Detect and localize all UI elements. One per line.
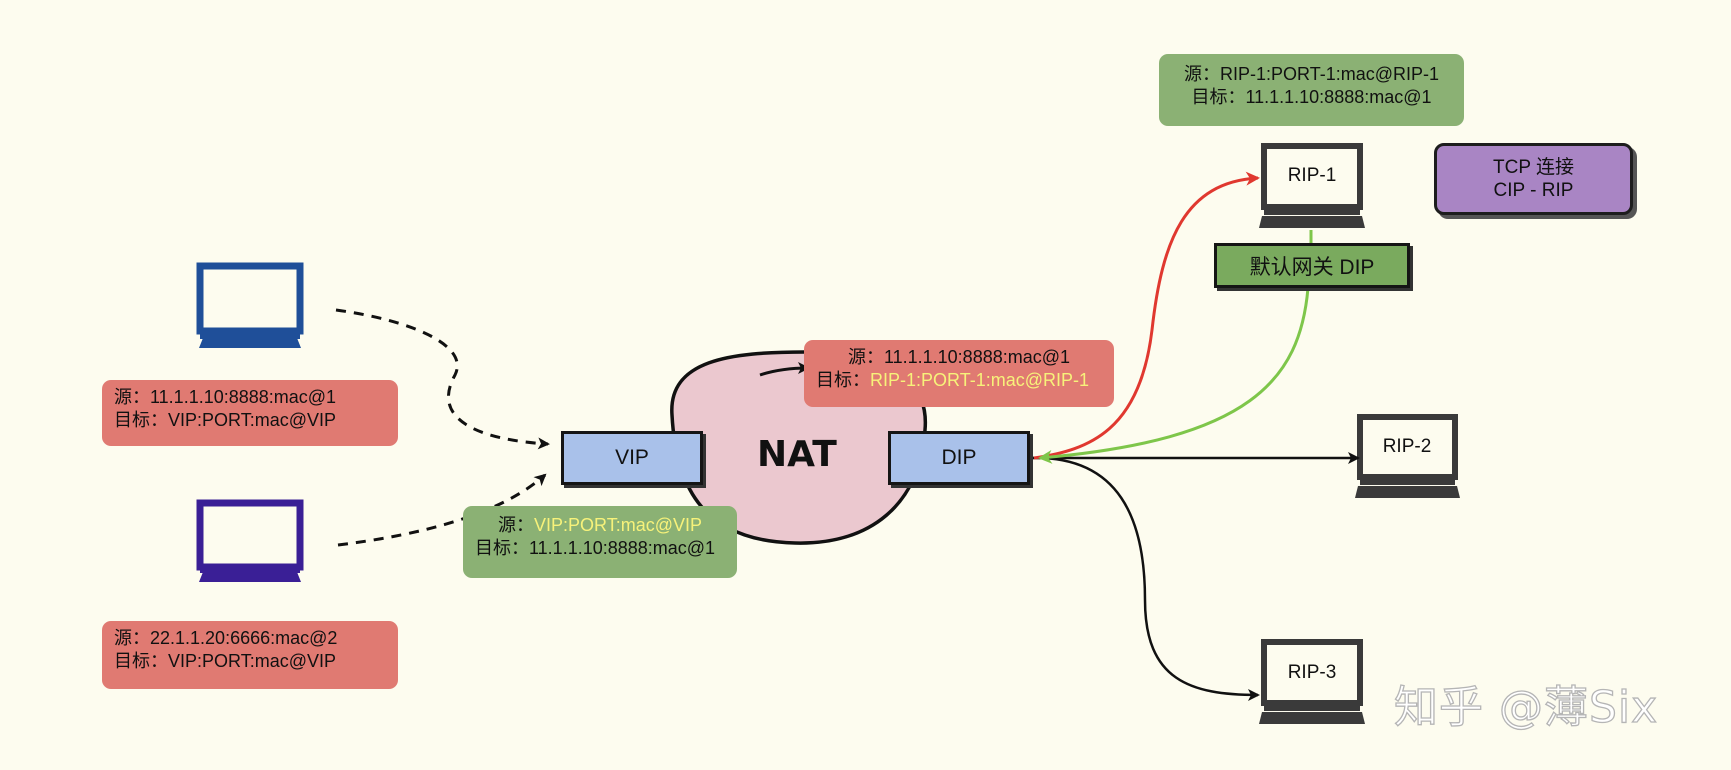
- reply-dst: 目标：11.1.1.10:8888:mac@1: [475, 538, 716, 558]
- forward-dst: 目标：RIP-1:PORT-1:mac@RIP-1: [816, 369, 1102, 392]
- client1-to-vip-arrow: [335, 308, 550, 450]
- forward-packet-box: 源：11.1.1.10:8888:mac@1 目标：RIP-1:PORT-1:m…: [804, 340, 1114, 407]
- forward-dst-value: RIP-1:PORT-1:mac@RIP-1: [870, 370, 1089, 390]
- client1-packet-box: 源：11.1.1.10:8888:mac@1 目标：VIP:PORT:mac@V…: [102, 380, 398, 446]
- watermark: 知乎 @薄Six: [1393, 681, 1659, 733]
- dip-to-rip3-arrow: [1029, 456, 1260, 701]
- dip-interface: DIP: [888, 431, 1030, 485]
- reply-src-label: 源：: [498, 515, 534, 535]
- vip-interface: VIP: [561, 431, 703, 485]
- client2-to-vip-arrow: [337, 473, 547, 547]
- client1-dst: 目标：VIP:PORT:mac@VIP: [114, 410, 336, 430]
- rip3-label: RIP-3: [1287, 662, 1337, 683]
- rip3-monitor-icon: [1259, 639, 1365, 724]
- rs-src: 源：RIP-1:PORT-1:mac@RIP-1: [1184, 64, 1439, 84]
- gateway-box: 默认网关 DIP: [1214, 243, 1410, 288]
- rip1-monitor-icon: [1259, 143, 1365, 228]
- tcp-line1: TCP 连接: [1493, 157, 1574, 178]
- gateway-to-dip-arrow: [1038, 287, 1310, 464]
- client1-src: 源：11.1.1.10:8888:mac@1: [114, 387, 337, 407]
- rip2-monitor-icon: [1355, 414, 1460, 498]
- rip1-label: RIP-1: [1287, 165, 1337, 186]
- client2-packet-box: 源：22.1.1.20:6666:mac@2 目标：VIP:PORT:mac@V…: [102, 621, 398, 689]
- forward-dst-label: 目标：: [816, 370, 870, 390]
- rs-packet-box: 源：RIP-1:PORT-1:mac@RIP-1 目标：11.1.1.10:88…: [1159, 54, 1464, 126]
- client2-src: 源：22.1.1.20:6666:mac@2: [114, 628, 338, 648]
- forward-src: 源：11.1.1.10:8888:mac@1: [847, 347, 1071, 367]
- nat-to-forward-arrow: [759, 362, 810, 377]
- nat-label: NAT: [757, 434, 837, 475]
- tcp-line2: CIP - RIP: [1493, 180, 1574, 201]
- rs-dst: 目标：11.1.1.10:8888:mac@1: [1191, 87, 1432, 107]
- dip-to-rip1-arrow: [1033, 171, 1260, 460]
- tcp-connection-box: TCP 连接 CIP - RIP: [1434, 143, 1633, 215]
- client2-dst: 目标：VIP:PORT:mac@VIP: [114, 651, 336, 671]
- client1-monitor-icon: [196, 262, 304, 348]
- reply-packet-box: 源：VIP:PORT:mac@VIP 目标：11.1.1.10:8888:mac…: [463, 506, 737, 578]
- client2-monitor-icon: [196, 499, 304, 582]
- rip2-label: RIP-2: [1382, 436, 1432, 457]
- reply-src: 源：VIP:PORT:mac@VIP: [475, 514, 725, 537]
- reply-src-value: VIP:PORT:mac@VIP: [534, 515, 702, 535]
